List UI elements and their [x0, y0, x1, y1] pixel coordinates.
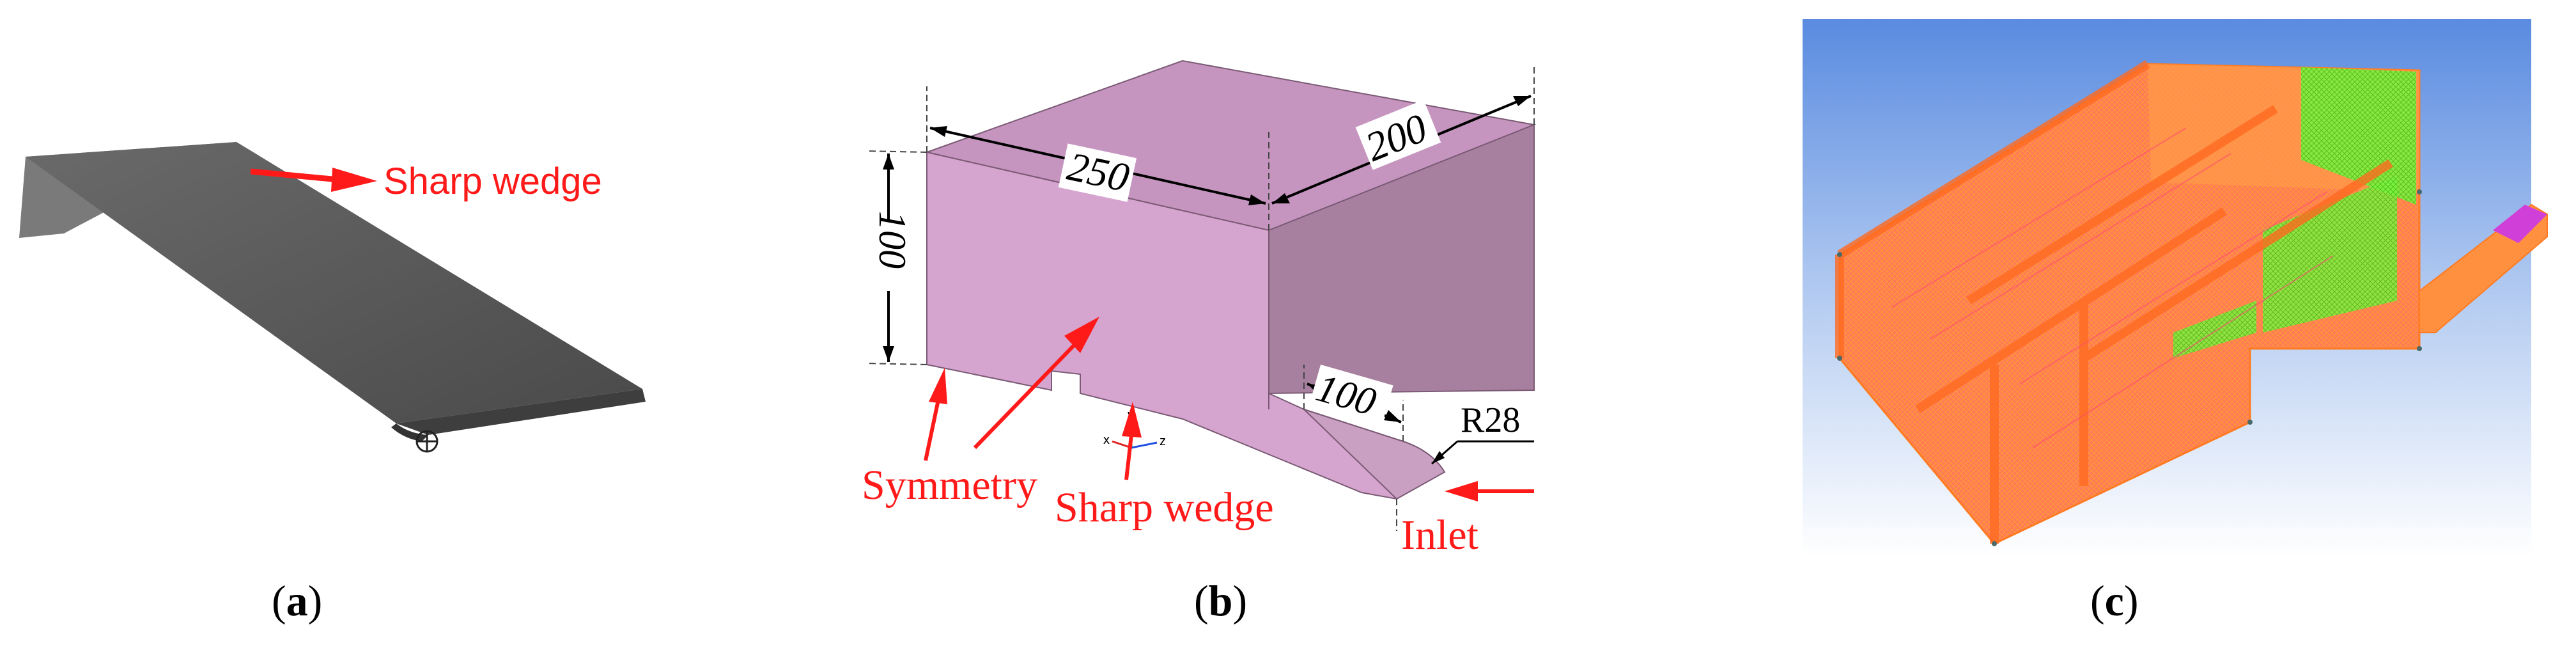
symmetry-arrow-1: [924, 368, 947, 461]
sharp-wedge-label-b: Sharp wedge: [1055, 484, 1274, 531]
inlet-arrow: [1445, 481, 1534, 501]
mesh-render: [1803, 19, 2548, 556]
wedge-plate-render: Sharp wedge: [19, 142, 646, 453]
sharp-wedge-arrow: [250, 168, 377, 192]
radius-leader: [1431, 440, 1534, 465]
svg-text:z: z: [1160, 434, 1166, 448]
wedge-plate-top: [26, 142, 642, 423]
mesh-green-strip: [2173, 301, 2256, 358]
panel-b: 250 200 100 100 R28: [799, 0, 1726, 655]
panel-a: Sharp wedge (a): [0, 0, 799, 655]
radius-label: R28: [1461, 400, 1520, 440]
inlet-label: Inlet: [1401, 512, 1478, 558]
mesh-outlet-magenta: [2493, 205, 2547, 243]
origin-marker-icon: [415, 430, 438, 453]
dim-100-height-label: 100: [871, 211, 913, 269]
panel-c: (c): [1726, 0, 2576, 655]
symmetry-arrow-2: [973, 317, 1099, 450]
wedge-arrow: [1122, 402, 1142, 480]
block-dimension-drawing: 250 200 100 100 R28: [862, 59, 1537, 558]
block-front-face: [926, 151, 1404, 500]
symmetry-label: Symmetry: [862, 462, 1037, 509]
wedge-plate-edge: [396, 389, 646, 435]
mesh-green-wall-front: [2263, 176, 2397, 333]
sharp-wedge-annotation-a: Sharp wedge: [384, 161, 602, 202]
mesh-grid-bands: [1835, 60, 2393, 544]
caption-b: (b): [1194, 576, 1248, 625]
svg-text:x: x: [1103, 433, 1110, 447]
caption-a: (a): [272, 576, 323, 625]
caption-c: (c): [2090, 576, 2139, 625]
